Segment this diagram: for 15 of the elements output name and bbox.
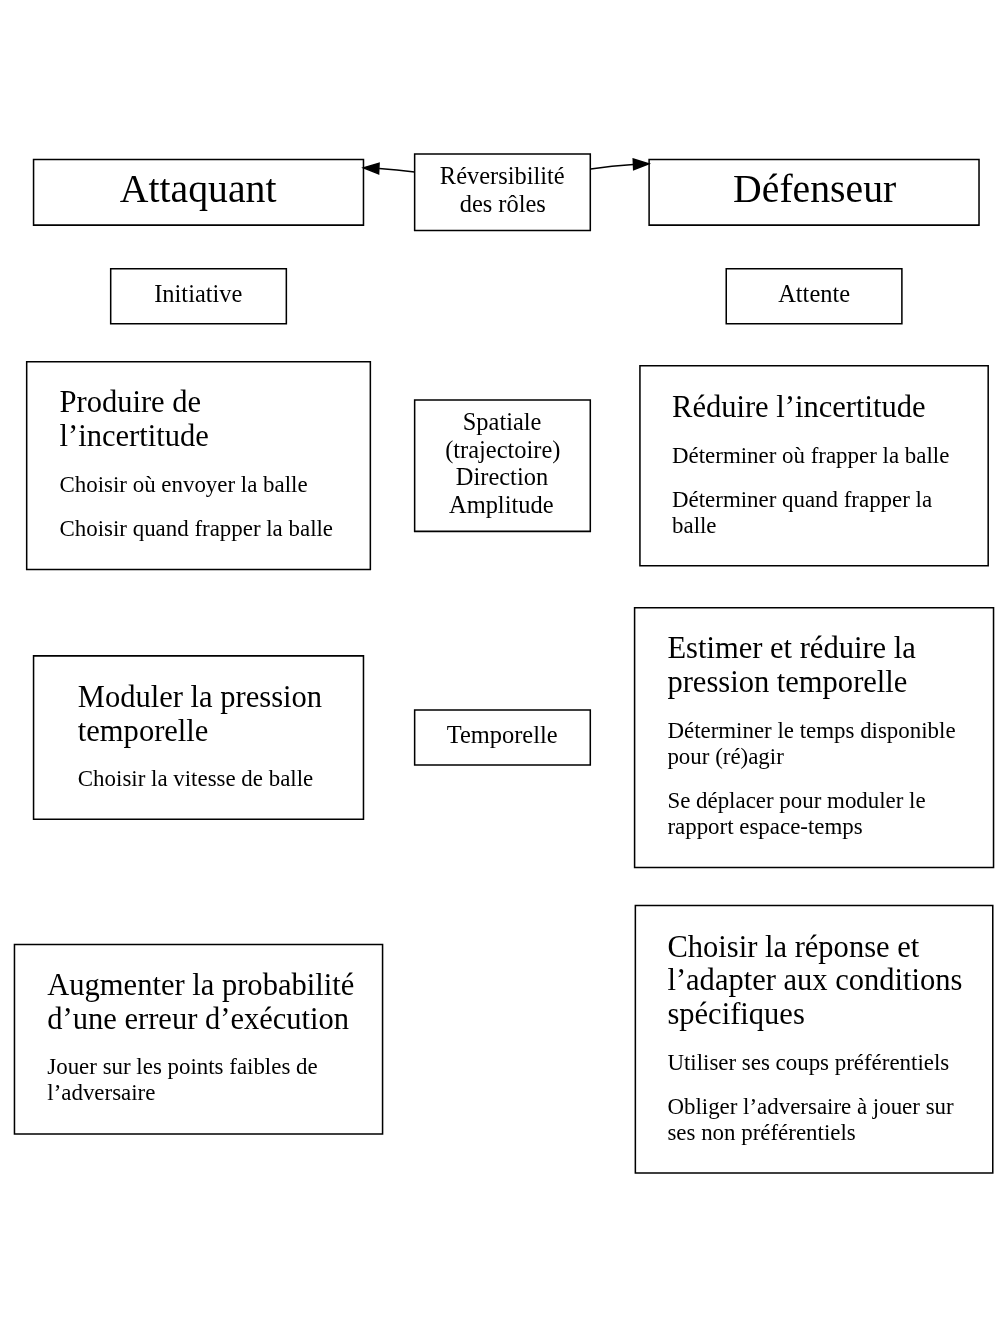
node-box: Choisir la réponse et l’adapter aux conditions spécifiques Utiliser ses coups préférentiels Obliger l’adversaire à jouer sur ses non préférentiels <box>634 904 994 1174</box>
node-box: Produire de l’incertitude Choisir où envoyer la balle Choisir quand frapper la balle <box>25 360 372 570</box>
arrow <box>589 157 652 171</box>
node-box: Attaquant <box>32 158 365 226</box>
node-box: Augmenter la probabilité d’une erreur d’exécution Jouer sur les points faibles de l’adversaire <box>13 943 384 1135</box>
node-box: Estimer et réduire la pression temporelle Déterminer le temps disponible pour (ré)agir Se déplacer pour moduler le rapport espace-temps <box>633 606 995 868</box>
node-box: Défenseur <box>648 158 980 226</box>
arrow <box>361 161 416 175</box>
node-box: Moduler la pression temporelle Choisir la vitesse de balle <box>32 654 365 820</box>
node-box: Attente <box>725 267 903 324</box>
node-box: Réduire l’incertitude Déterminer où frapper la balle Déterminer quand frapper la balle <box>639 364 989 566</box>
node-box: Temporelle <box>413 708 592 766</box>
node-box: Initiative <box>109 267 288 324</box>
node-box: Spatiale (trajectoire) Direction Amplitude <box>413 398 592 532</box>
node-box: Réversibilité des rôles <box>413 152 592 231</box>
